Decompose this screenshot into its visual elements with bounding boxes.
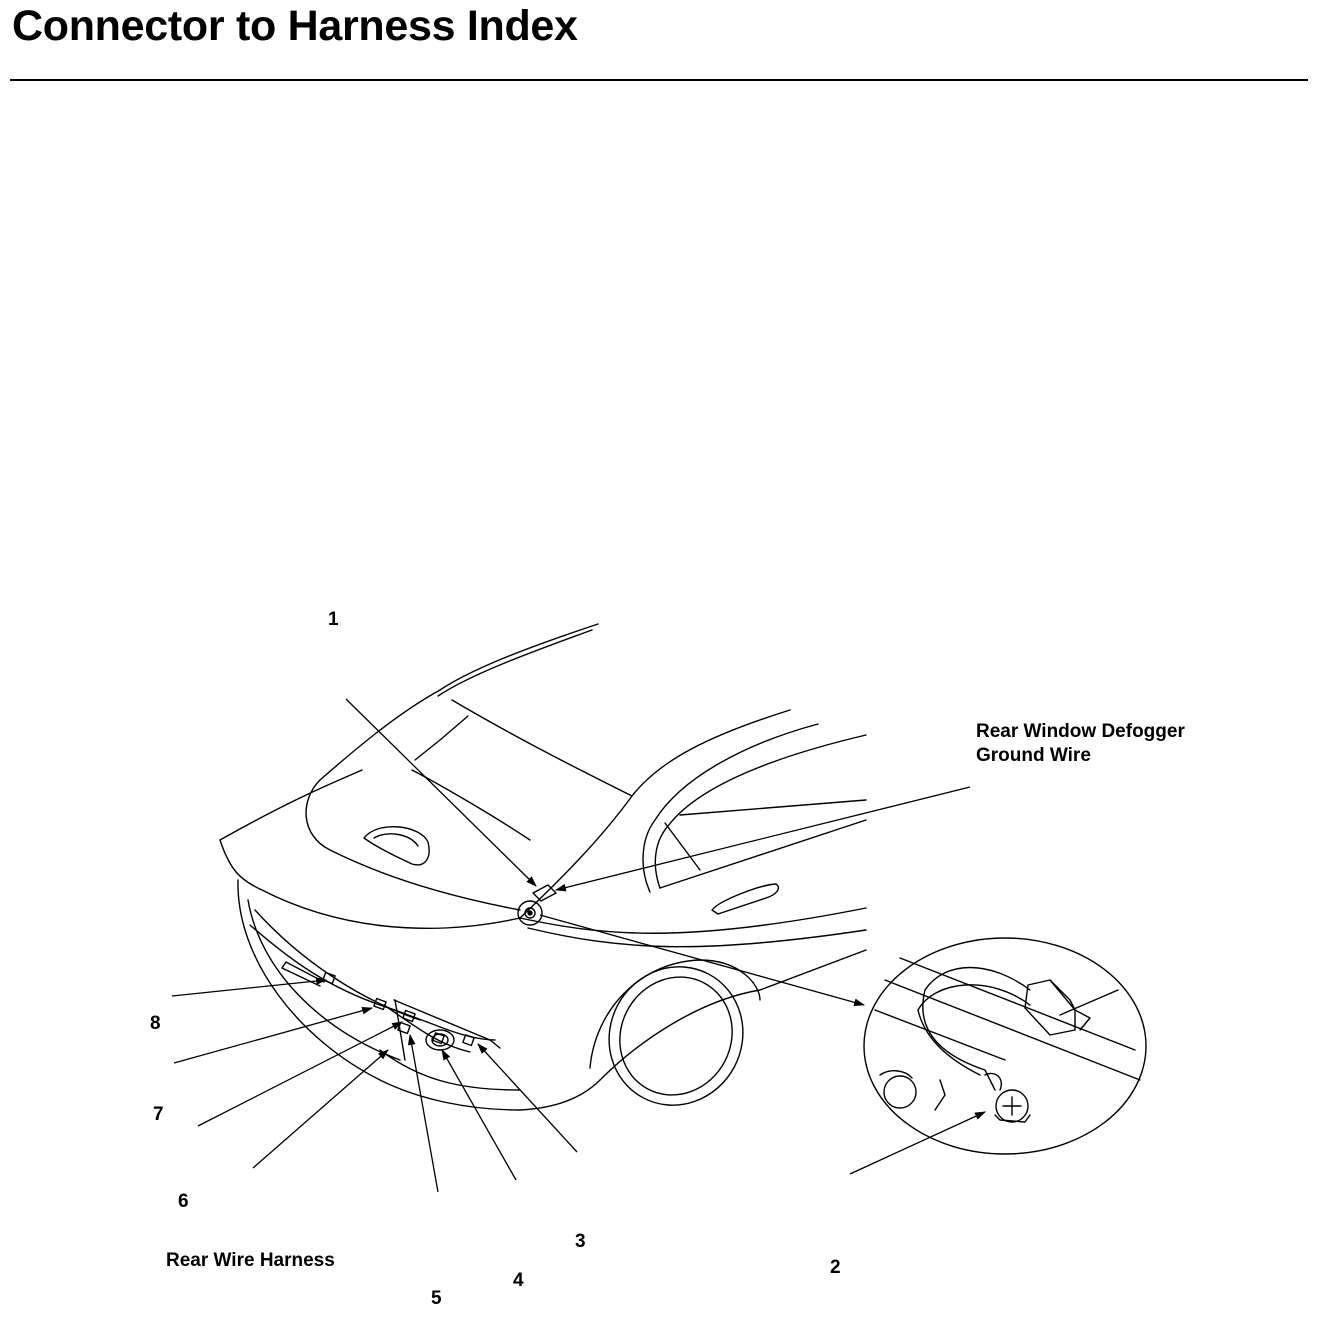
leader-lines bbox=[171, 698, 986, 1193]
callout-7: 7 bbox=[153, 1104, 164, 1125]
callout-4: 4 bbox=[513, 1270, 524, 1291]
callout-8: 8 bbox=[150, 1013, 161, 1034]
detail-inset bbox=[863, 937, 1147, 1155]
page-title: Connector to Harness Index bbox=[12, 2, 578, 50]
callout-1: 1 bbox=[328, 609, 339, 630]
rear-wire-harness-label: Rear Wire Harness bbox=[166, 1250, 335, 1271]
defogger-label-line-1: Rear Window Defogger bbox=[976, 721, 1185, 742]
callout-2: 2 bbox=[830, 1257, 841, 1278]
car-body bbox=[219, 623, 867, 1111]
title-divider bbox=[10, 79, 1308, 81]
defogger-label-line-2: Ground Wire bbox=[976, 745, 1091, 766]
callout-3: 3 bbox=[575, 1231, 586, 1252]
defogger-ground-wire-label: Rear Window Defogger Ground Wire bbox=[976, 720, 1185, 768]
callout-5: 5 bbox=[431, 1288, 442, 1309]
callout-6: 6 bbox=[178, 1191, 189, 1212]
